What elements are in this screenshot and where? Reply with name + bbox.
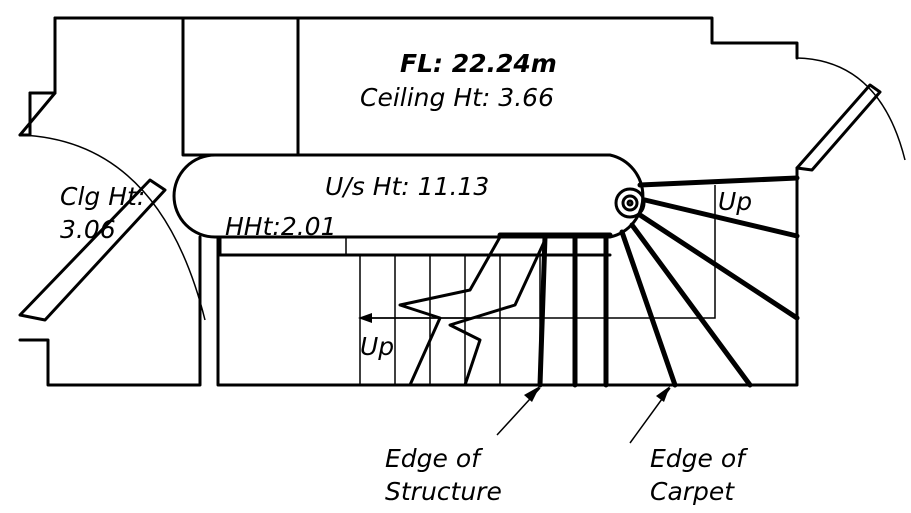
edge-structure-label-1: Edge of: [385, 444, 483, 473]
outer-wall: [18, 16, 799, 387]
structure-break-lines: [398, 235, 547, 387]
up-label-right: Up: [718, 187, 752, 216]
edge-carpet-label-1: Edge of: [650, 444, 748, 473]
straight-treads: [359, 185, 716, 385]
underside-height-label: U/s Ht: 11.13: [325, 172, 489, 201]
left-door-swing: [19, 134, 206, 321]
right-door-leaf: [795, 83, 882, 172]
newel-spiral-icon: [614, 187, 646, 219]
right-door-swing: [796, 57, 906, 161]
leader-carpet: [629, 386, 671, 444]
floor-level-label: FL: 22.24m: [400, 49, 557, 78]
edge-carpet-label-2: Carpet: [650, 477, 735, 506]
ceiling-height-label: Ceiling Ht: 3.66: [360, 83, 554, 112]
winder-treads: [497, 175, 800, 388]
edge-structure-label-2: Structure: [385, 477, 502, 506]
upper-left-wall: [18, 16, 57, 137]
up-arrow-left: [358, 313, 470, 323]
leader-structure: [496, 386, 541, 436]
clg-ht-label: Clg Ht:: [60, 182, 145, 211]
clg-ht-value: 3.06: [60, 215, 116, 244]
landing-outline: [172, 153, 645, 239]
left-door-leaf: [18, 178, 167, 322]
partition-lines: [181, 16, 300, 157]
handrail-height-label: HHt:2.01: [225, 212, 337, 241]
up-label-left: Up: [360, 332, 394, 361]
